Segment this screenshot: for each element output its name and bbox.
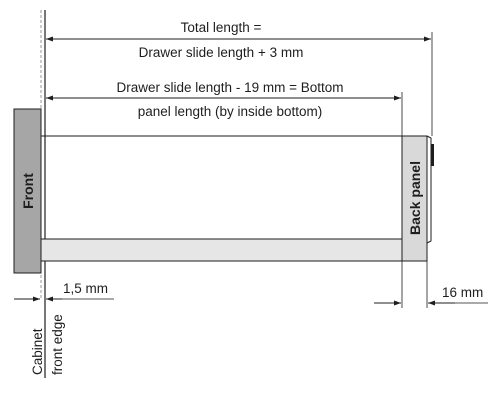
cabinet-front-edge-label-line1: Cabinet: [30, 328, 45, 375]
total-length-label-line1: Total length =: [181, 20, 262, 35]
back-panel: [401, 135, 428, 262]
total-length-label-line2: Drawer slide length + 3 mm: [139, 45, 304, 60]
back-panel-bracket: [426, 135, 432, 244]
cabinet-front-edge-label-line2: front edge: [50, 314, 65, 375]
bottom-panel: [40, 238, 403, 262]
thickness-label: 16 mm: [442, 285, 483, 300]
back-panel-clip: [431, 144, 434, 166]
offset-label: 1,5 mm: [63, 281, 108, 296]
slide-length-label-line2: panel length (by inside bottom): [138, 104, 323, 119]
slide-length-label-line1: Drawer slide length - 19 mm = Bottom: [117, 80, 344, 95]
front-label: Front: [20, 173, 36, 209]
back-panel-label: Back panel: [407, 161, 423, 235]
